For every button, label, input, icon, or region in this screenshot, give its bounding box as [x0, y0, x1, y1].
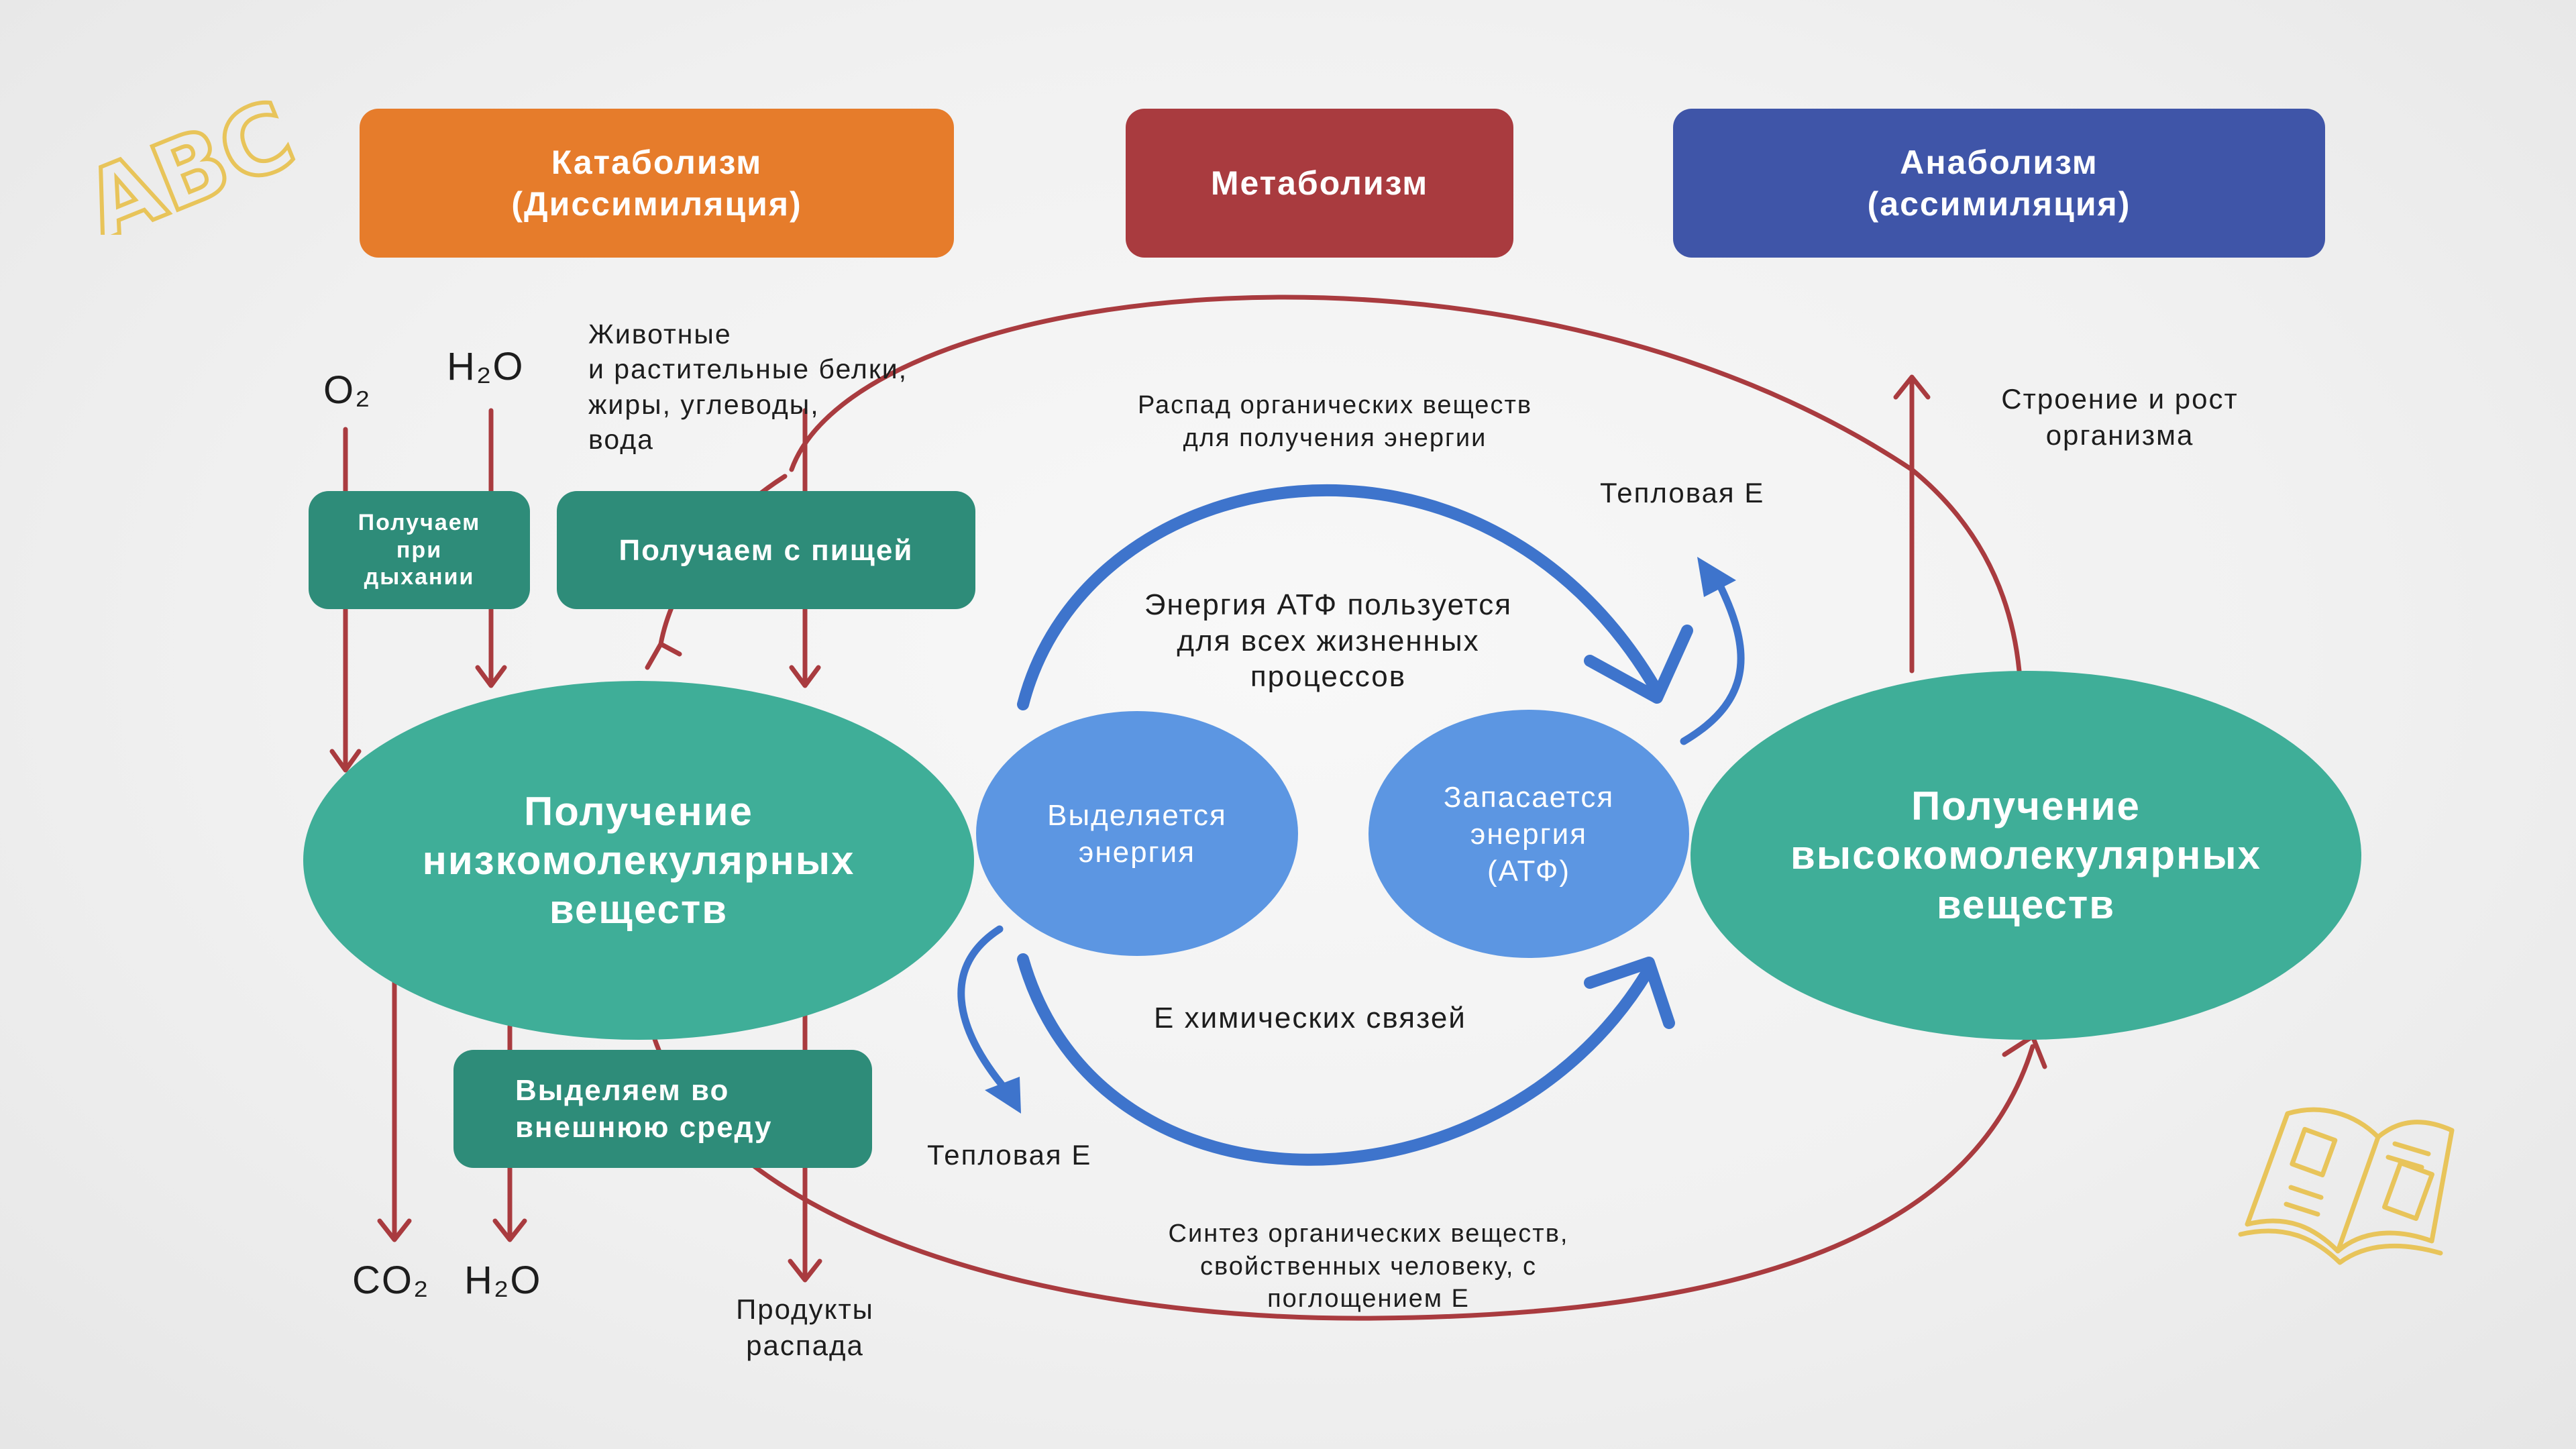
food-line-2: и растительные белки, — [588, 354, 908, 385]
blue-arc-top — [1017, 484, 1663, 710]
atp-use-label: Энергия АТФ пользуется для всех жизненны… — [1067, 587, 1590, 695]
heat-arrow-bottom-head — [985, 1077, 1021, 1114]
decay-line-2: для получения энергии — [1183, 423, 1487, 452]
output-products: Продукты распада — [691, 1291, 919, 1364]
food-line-3: жиры, углеводы, — [588, 388, 820, 420]
header-catabolism: Катаболизм (Диссимиляция) — [360, 109, 954, 258]
cycle-arrow-top — [789, 294, 2022, 674]
header-catabolism-line1: Катаболизм — [551, 143, 763, 181]
high-line-2: высокомолекулярных — [1790, 833, 2261, 878]
food-box-label: Получаем с пищей — [619, 533, 914, 567]
release-line-2: внешнюю среду — [515, 1111, 773, 1144]
growth-line-2: организма — [2045, 419, 2194, 451]
release-box: Выделяем во внешнюю среду — [453, 1050, 872, 1168]
high-line-3: веществ — [1936, 881, 2116, 927]
header-catabolism-line2: (Диссимиляция) — [511, 185, 802, 223]
output-h2o: H₂O — [464, 1258, 542, 1302]
input-o2: O₂ — [323, 368, 372, 412]
chemical-bonds-label: Е химических связей — [1154, 1002, 1466, 1034]
high-line-1: Получение — [1911, 784, 2141, 829]
decay-label: Распад органических веществ для получени… — [1033, 389, 1637, 454]
input-h2o: H₂O — [447, 345, 525, 388]
atp-line-1: Энергия АТФ пользуется — [1144, 588, 1513, 621]
atp-line-3: процессов — [1250, 660, 1407, 694]
co2-arrow — [377, 967, 412, 1242]
heat-arrow-bottom — [957, 925, 1010, 1094]
header-anabolism-line2: (ассимиляция) — [1867, 185, 2131, 223]
growth-line-1: Строение и рост — [2001, 383, 2239, 415]
released-line-2: энергия — [1078, 835, 1196, 869]
growth-arrow — [1893, 374, 1931, 674]
synthesis-line-1: Синтез органических веществ, — [1168, 1220, 1569, 1248]
release-line-1: Выделяем во — [515, 1074, 730, 1107]
cycle-arrow-bottom-head — [2002, 1034, 2047, 1069]
growth-label: Строение и рост организма — [1945, 381, 2294, 453]
decay-line-1: Распад органических веществ — [1137, 391, 1533, 419]
heat-label-bottom: Тепловая Е — [927, 1139, 1092, 1171]
food-line-4: вода — [588, 424, 654, 455]
abc-text: ABC — [74, 80, 309, 235]
synthesis-line-2: свойственных человеку, с — [1200, 1252, 1537, 1281]
abc-doodle: ABC — [74, 78, 311, 235]
header-anabolism: Анаболизм (ассимиляция) — [1673, 109, 2325, 258]
low-line-1: Получение — [524, 788, 753, 834]
food-line-1: Животные — [588, 319, 732, 350]
header-anabolism-line1: Анаболизм — [1900, 143, 2098, 181]
respiration-line-3: дыхании — [364, 564, 475, 590]
products-line-1: Продукты — [736, 1293, 874, 1325]
synthesis-label: Синтез органических веществ, свойственны… — [1080, 1218, 1657, 1316]
respiration-line-2: при — [396, 537, 443, 563]
heat-arrow-top — [1680, 570, 1745, 745]
respiration-line-1: Получаем — [358, 509, 481, 535]
products-line-2: распада — [746, 1329, 864, 1361]
stored-line-1: Запасается — [1443, 780, 1615, 814]
heat-arrow-top-head — [1697, 557, 1736, 597]
blue-arc-top-head — [1584, 625, 1693, 704]
stored-line-3: (АТФ) — [1487, 854, 1571, 888]
input-food-list: Животные и растительные белки, жиры, угл… — [588, 317, 908, 458]
atp-line-2: для всех жизненных — [1177, 624, 1480, 657]
output-co2: CO₂ — [352, 1258, 430, 1302]
low-line-3: веществ — [549, 887, 729, 932]
header-metabolism-label: Метаболизм — [1210, 164, 1429, 202]
blue-arc-bottom-head — [1584, 957, 1675, 1029]
book-doodle — [2238, 1107, 2455, 1265]
cycle-arrow-bottom — [648, 1024, 2035, 1321]
header-metabolism: Метаболизм — [1126, 109, 1513, 258]
stored-line-2: энергия — [1470, 817, 1588, 851]
low-line-2: низкомолекулярных — [422, 837, 855, 883]
food-box: Получаем с пищей — [557, 491, 975, 609]
blue-arc-bottom — [1017, 953, 1653, 1166]
synthesis-line-3: поглощением Е — [1267, 1285, 1470, 1313]
released-line-1: Выделяется — [1047, 798, 1227, 832]
heat-label-top: Тепловая Е — [1600, 477, 1765, 508]
